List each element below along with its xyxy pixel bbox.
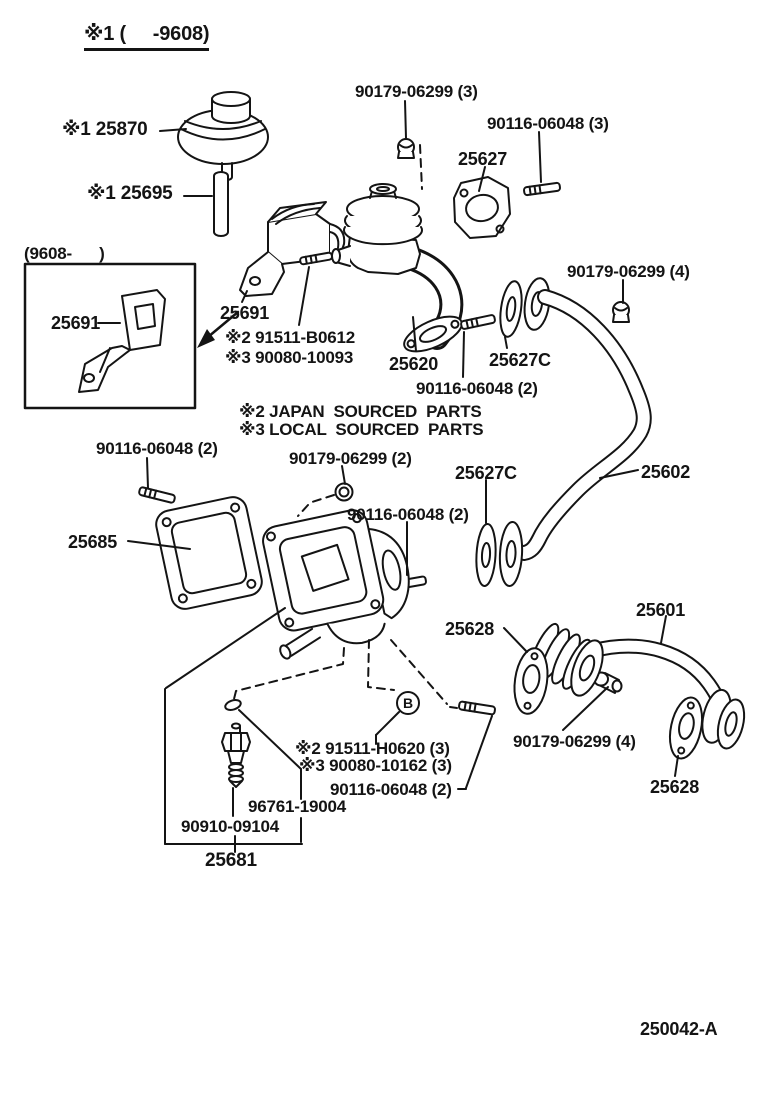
bolt-90179-top (397, 138, 415, 159)
gasket-25685-drawing (155, 496, 263, 610)
gasket-25628-left (513, 647, 549, 715)
egr-pipe-25602-drawing (516, 289, 652, 561)
label-25628-left: 25628 (445, 619, 495, 639)
footnote-japan-sourced: ※2 JAPAN SOURCED PARTS (239, 402, 482, 421)
detail-marker-b: B (396, 691, 420, 715)
stud-bolt-flange-upper (460, 314, 496, 330)
sensor-90910-drawing (221, 722, 251, 788)
label-91511-B0612: ※2 91511-B0612 (225, 328, 355, 347)
label-25601: 25601 (636, 600, 686, 620)
detail-marker-letter: B (402, 695, 414, 711)
vacuum-pipe-drawing (213, 171, 229, 237)
label-90080-10162: ※3 90080-10162 (3) (299, 756, 452, 775)
footnote-local-sourced: ※3 LOCAL SOURCED PARTS (239, 420, 484, 439)
nut-90179-right (612, 301, 630, 323)
dashed-lines (233, 144, 458, 709)
stud-bolt-left (138, 486, 176, 504)
alt-bracket-box (23, 262, 197, 410)
label-25681: 25681 (205, 850, 257, 871)
egr-valve-drawing (331, 183, 464, 353)
label-90116-06048-3: 90116-06048 (3) (487, 114, 609, 133)
label-90116-06048-2-upper: 90116-06048 (2) (416, 379, 538, 398)
gasket-25627c-lower (475, 523, 497, 587)
label-90179-06299-2: 90179-06299 (2) (289, 449, 412, 468)
label-25870: ※1 25870 (62, 119, 148, 140)
stud-bolt-bracket (299, 251, 333, 266)
stud-bolt-top-right (523, 181, 561, 197)
label-91511-H0620: ※2 91511-H0620 (3) (295, 739, 450, 758)
egr-bracket-drawing (239, 201, 346, 297)
label-90179-06299-3: 90179-06299 (3) (355, 82, 478, 101)
note-pre-9608: ※1 ( -9608) (84, 24, 210, 51)
label-25695: ※1 25695 (87, 183, 173, 204)
note-post-9608: (9608- ) (24, 244, 105, 263)
figure-code: 250042-A (640, 1019, 718, 1039)
label-25628-right: 25628 (650, 777, 700, 797)
label-90116-06048-2-left: 90116-06048 (2) (96, 439, 218, 458)
egr-vacuum-modulator-drawing (177, 91, 269, 181)
label-25627: 25627 (458, 149, 508, 169)
box-pointer-arrow (197, 310, 240, 348)
label-25620: 25620 (389, 354, 439, 374)
gasket-25627-drawing (453, 176, 511, 239)
label-96761-19004: 96761-19004 (248, 797, 347, 816)
gasket-25627c-upper (499, 280, 523, 338)
label-90179-06299-4-lower: 90179-06299 (4) (513, 732, 636, 751)
label-90080-10093: ※3 90080-10093 (225, 348, 354, 367)
pipe-25602-flange-lower (498, 521, 524, 587)
bolt-90179-mid (334, 482, 354, 502)
label-90910-09104: 90910-09104 (181, 817, 280, 836)
wire-end-connector (224, 699, 242, 711)
label-25627C-upper: 25627C (489, 350, 551, 370)
label-90116-06048-2-mid: 90116-06048 (2) (347, 505, 469, 524)
label-25602: 25602 (641, 462, 691, 482)
egr-pipe-25601-drawing (529, 622, 746, 750)
label-25685: 25685 (68, 532, 118, 552)
gasket-25628-right (668, 696, 704, 760)
label-25627C-lower: 25627C (455, 463, 517, 483)
label-25691-box: 25691 (51, 313, 101, 333)
label-90179-06299-4-upper: 90179-06299 (4) (567, 262, 690, 281)
label-90116-06048-2-bottom: 90116-06048 (2) (330, 780, 452, 799)
egr-port-body-drawing (262, 509, 410, 660)
leader-lines (97, 100, 679, 853)
label-25691: 25691 (220, 303, 270, 323)
stud-bolt-bottom (458, 700, 496, 716)
